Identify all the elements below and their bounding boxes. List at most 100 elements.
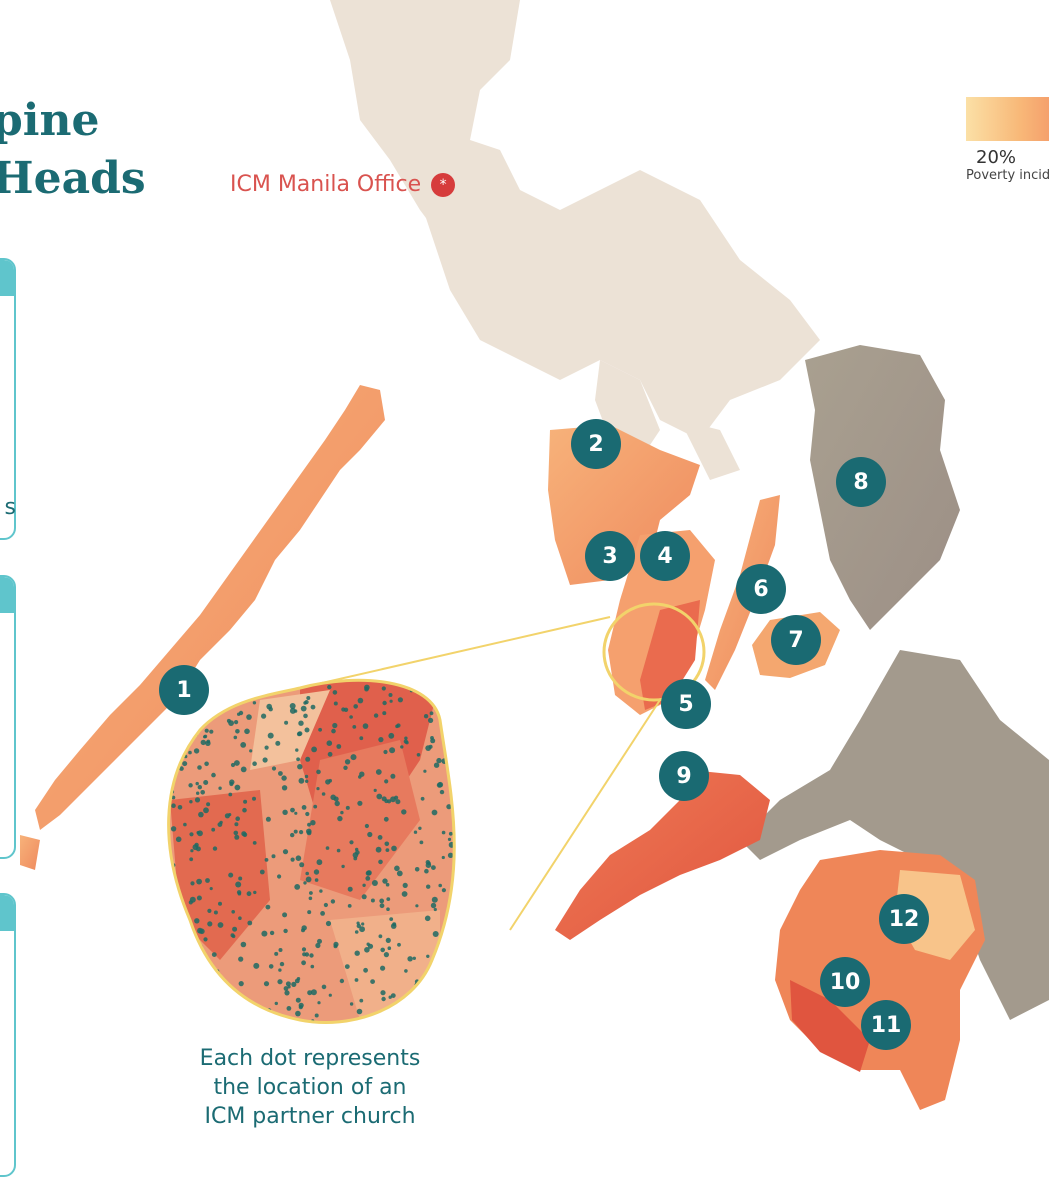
church-dot — [194, 797, 201, 803]
church-dot — [316, 859, 323, 866]
region-marker-7[interactable]: 7 — [771, 615, 821, 665]
church-dot — [198, 811, 204, 818]
church-dot — [382, 700, 387, 706]
church-dot — [205, 740, 211, 746]
church-dot — [244, 728, 250, 735]
church-dot — [380, 965, 386, 971]
church-dot — [171, 803, 176, 808]
church-dot — [387, 946, 392, 950]
church-dot — [185, 980, 191, 986]
church-dot — [444, 705, 450, 712]
church-dot — [344, 759, 351, 765]
church-dot — [385, 848, 390, 852]
region-marker-8[interactable]: 8 — [836, 457, 886, 507]
church-dot — [213, 978, 218, 983]
church-dot — [265, 904, 271, 910]
church-dot — [388, 693, 393, 697]
church-dot — [321, 792, 326, 796]
region-marker-2[interactable]: 2 — [571, 419, 621, 469]
church-dot — [203, 780, 209, 785]
church-dot — [164, 892, 167, 895]
region-marker-10[interactable]: 10 — [820, 957, 870, 1007]
church-dot — [389, 699, 393, 703]
page-title-line-1: pine — [0, 95, 100, 146]
church-dot — [283, 928, 288, 934]
church-dot — [264, 745, 269, 750]
church-dot — [450, 1000, 455, 1006]
church-dot — [199, 993, 204, 999]
church-dot — [238, 981, 244, 987]
church-dot — [197, 785, 202, 790]
church-dot — [282, 809, 288, 815]
church-dot — [426, 884, 431, 889]
church-dot — [441, 855, 445, 860]
church-dot — [201, 986, 206, 990]
church-dot — [259, 687, 263, 692]
church-dot — [395, 799, 401, 805]
church-dot — [397, 697, 403, 703]
church-dot — [235, 729, 240, 734]
region-marker-1[interactable]: 1 — [159, 665, 209, 715]
region-marker-11[interactable]: 11 — [861, 1000, 911, 1050]
church-dot — [352, 725, 357, 729]
church-dot — [212, 846, 218, 851]
church-dot — [171, 888, 175, 892]
church-dot — [230, 933, 235, 938]
church-dot — [163, 748, 168, 753]
church-dot — [189, 800, 193, 804]
church-dot — [404, 969, 408, 973]
church-dot — [433, 970, 440, 977]
church-dot — [188, 750, 192, 755]
region-marker-5[interactable]: 5 — [661, 679, 711, 729]
church-dot — [420, 796, 425, 801]
church-dot — [168, 938, 170, 944]
church-dot — [332, 722, 338, 729]
church-dot — [163, 846, 167, 850]
church-dot — [168, 949, 173, 954]
page-title-line-2: Heads — [0, 153, 146, 204]
church-dot — [370, 979, 375, 984]
region-marker-3[interactable]: 3 — [585, 531, 635, 581]
church-dot — [194, 918, 200, 924]
church-dot — [403, 1012, 408, 1016]
church-dot — [190, 849, 194, 853]
church-dot — [376, 793, 383, 800]
church-dot — [447, 852, 454, 858]
church-dot — [293, 829, 298, 834]
church-dot — [386, 907, 390, 911]
church-dot — [317, 1001, 321, 1005]
region-marker-9[interactable]: 9 — [659, 751, 709, 801]
church-dot — [364, 686, 369, 692]
church-dot — [311, 746, 317, 753]
church-dot — [295, 1010, 301, 1017]
church-dot — [303, 881, 307, 885]
church-dot — [441, 888, 446, 893]
church-dot — [416, 753, 421, 757]
church-dot — [341, 864, 345, 869]
church-dot — [176, 908, 181, 913]
church-dot — [171, 795, 176, 800]
church-dot — [429, 711, 434, 716]
church-dot — [390, 923, 397, 929]
church-dot — [234, 720, 239, 725]
church-dot — [388, 732, 395, 739]
church-dot — [383, 816, 389, 822]
church-dot — [304, 727, 310, 733]
church-dot — [316, 769, 321, 775]
church-dot — [349, 840, 354, 845]
church-dot — [356, 923, 361, 929]
church-dot — [391, 1020, 396, 1023]
church-dot — [195, 781, 199, 786]
church-dot — [275, 680, 280, 685]
region-marker-12[interactable]: 12 — [879, 894, 929, 944]
church-dot — [362, 723, 369, 729]
church-dot — [275, 740, 281, 746]
church-dot — [383, 952, 389, 958]
church-dot — [375, 769, 382, 775]
church-dot — [420, 1005, 425, 1010]
region-marker-6[interactable]: 6 — [736, 564, 786, 614]
church-dot — [362, 883, 366, 887]
region-marker-4[interactable]: 4 — [640, 531, 690, 581]
church-dot — [189, 857, 194, 862]
church-dot — [169, 729, 175, 735]
